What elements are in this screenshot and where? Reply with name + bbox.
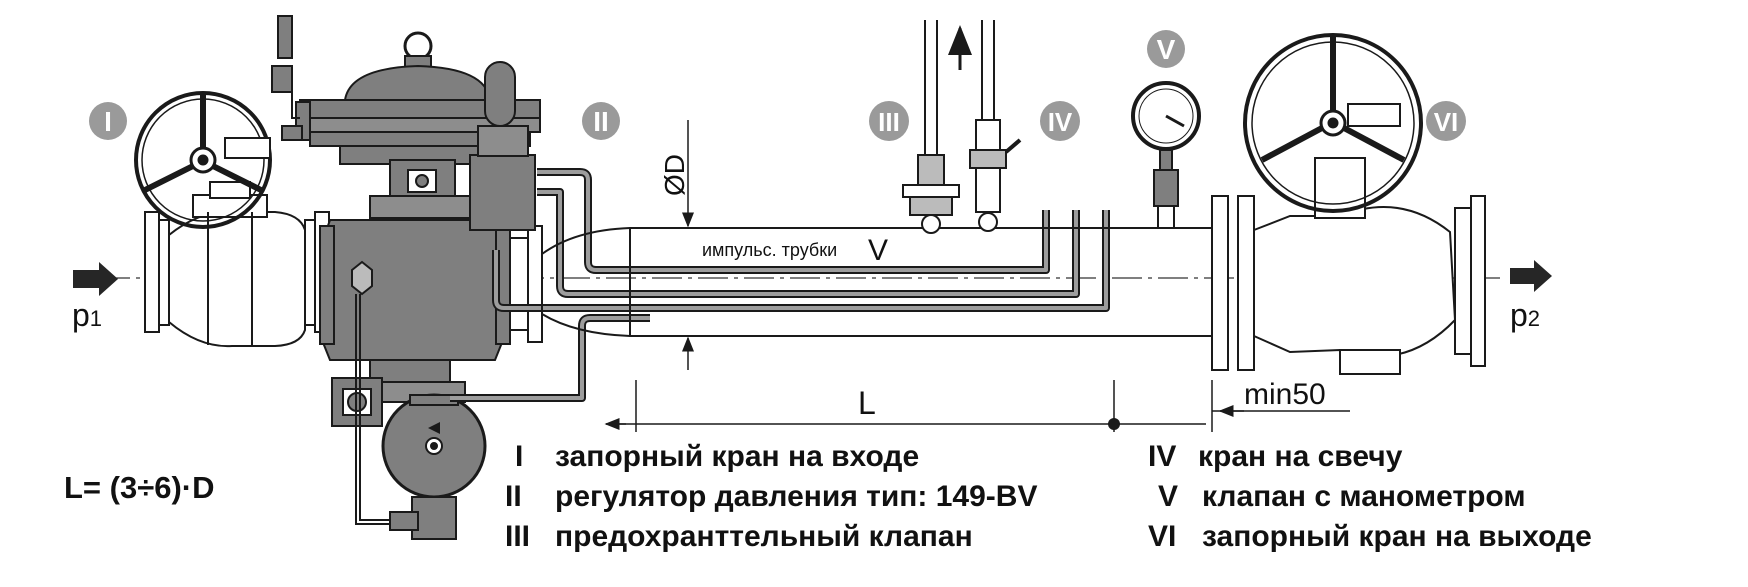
svg-text:II: II [593, 106, 609, 137]
svg-text:I: I [104, 106, 112, 137]
legend-item-III: III предохранттельный клапан [505, 520, 973, 554]
svg-text:VI: VI [1434, 107, 1459, 137]
length-dimension-dot [1108, 418, 1120, 430]
legend-num: II [505, 480, 522, 513]
p2-label: p2 [1510, 297, 1540, 333]
legend-item-IV: IV кран на свечу [1148, 440, 1402, 474]
svg-text:IV: IV [1048, 107, 1073, 137]
legend-text: предохранттельный клапан [555, 520, 973, 553]
length-dimension [604, 380, 1350, 432]
badge-V: V [1147, 30, 1185, 68]
legend-num: III [505, 520, 531, 553]
outlet-ball-valve [1211, 157, 1486, 375]
legend-item-II: II регулятор давления тип: 149-BV [505, 480, 1037, 514]
pressure-gauge [1131, 81, 1201, 229]
outlet-flow-arrow [1510, 260, 1552, 292]
outlet-handwheel [1243, 33, 1423, 213]
legend-num: VI [1148, 520, 1177, 553]
badge-III: III [869, 101, 909, 141]
badge-IV: IV [1040, 101, 1080, 141]
legend-item-VI: VI запорный кран на выходе [1148, 520, 1592, 554]
impulse-tubes-mark: V [868, 234, 888, 267]
length-label: L [858, 385, 876, 421]
pressure-regulator [271, 15, 543, 540]
badge-VI: VI [1426, 101, 1466, 141]
badge-I: I [89, 102, 127, 140]
legend-text: клапан с манометром [1202, 480, 1526, 513]
legend-text: регулятор давления тип: 149-BV [555, 480, 1038, 513]
impulse-tubes [450, 168, 1110, 402]
inlet-ball-valve [144, 181, 330, 348]
p1-label: p1 [72, 297, 102, 333]
badge-II: II [582, 102, 620, 140]
diameter-label: ØD [659, 154, 690, 196]
legend-num: I [515, 440, 524, 473]
legend-text: запорный кран на выходе [1202, 520, 1592, 553]
svg-text:V: V [1157, 34, 1176, 65]
legend-text: запорный кран на входе [555, 440, 920, 473]
inlet-handwheel [134, 91, 272, 229]
svg-text:III: III [878, 107, 900, 137]
relief-valve-and-vent [902, 20, 1022, 234]
regulator-sense-tubing [291, 90, 419, 531]
length-formula: L= (3÷6)·D [64, 470, 215, 505]
min-distance-label: min50 [1244, 378, 1326, 411]
inlet-flow-arrow [73, 262, 118, 296]
legend-num: IV [1148, 440, 1177, 473]
impulse-tubes-label: импульс. трубки [702, 240, 837, 260]
legend-num: V [1158, 480, 1179, 513]
legend-text: кран на свечу [1198, 440, 1403, 473]
